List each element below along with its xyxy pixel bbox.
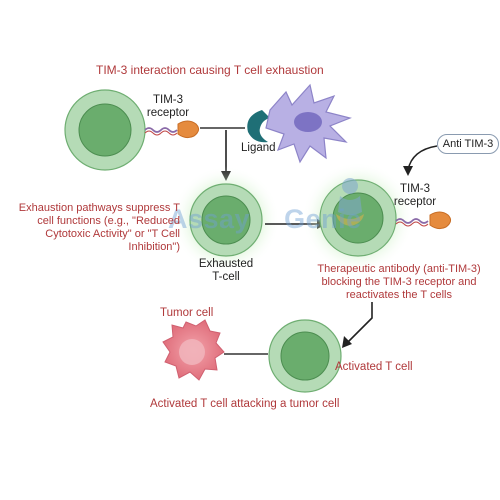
attacking-caption: Activated T cell attacking a tumor cell bbox=[150, 398, 340, 410]
ligand-label: Ligand bbox=[241, 142, 276, 154]
tim3-receptor-right-line2: receptor bbox=[393, 196, 437, 208]
dendritic-cell bbox=[265, 83, 352, 164]
ligand-shape bbox=[247, 110, 270, 143]
exhaustion-line3: Cytotoxic Activity" or "T Cell bbox=[45, 228, 180, 240]
therapy-line2: blocking the TIM-3 receptor and bbox=[321, 276, 477, 288]
watermark-assay: Assay bbox=[168, 204, 251, 234]
tim3-receptor-top-line1: TIM-3 bbox=[152, 94, 184, 106]
anti-tim3-pill: Anti TIM-3 bbox=[437, 134, 499, 154]
tim3-receptor-right bbox=[395, 211, 452, 230]
exhaustion-line2: cell functions (e.g., "Reduced bbox=[37, 215, 180, 227]
tim3-receptor-top bbox=[144, 120, 200, 139]
tim3-receptor-top-line2: receptor bbox=[146, 107, 190, 119]
tim3-receptor-right-label: TIM-3 receptor bbox=[388, 183, 442, 209]
exhausted-line2: T-cell bbox=[212, 271, 240, 283]
tim3-receptor-top-label: TIM-3 receptor bbox=[133, 94, 203, 120]
therapeutic-antibody-text: Therapeutic antibody (anti-TIM-3) blocki… bbox=[304, 263, 494, 302]
watermark-genie: Genie bbox=[284, 204, 362, 234]
tumor-cell bbox=[162, 319, 225, 381]
arrow-to-activated bbox=[342, 302, 373, 348]
exhaustion-pathways-text: Exhaustion pathways suppress T cell func… bbox=[2, 202, 180, 254]
exhaustion-line4: Inhibition") bbox=[128, 241, 180, 253]
exhausted-t-cell bbox=[189, 183, 263, 257]
arrow-antibody-to-receptor bbox=[403, 145, 438, 176]
t-cell-top-left bbox=[64, 89, 146, 171]
genie-lamp-icon bbox=[336, 178, 364, 226]
exhausted-line1: Exhausted bbox=[198, 258, 254, 270]
exhaustion-line1: Exhaustion pathways suppress T bbox=[18, 202, 180, 214]
therapy-line3: reactivates the T cells bbox=[346, 289, 452, 301]
tim3-receptor-right-line1: TIM-3 bbox=[399, 183, 431, 195]
activated-t-cell bbox=[268, 319, 342, 393]
exhausted-tcell-label: Exhausted T-cell bbox=[186, 258, 266, 284]
watermark: Assay Genie bbox=[168, 204, 362, 235]
therapy-line1: Therapeutic antibody (anti-TIM-3) bbox=[317, 263, 481, 275]
diagram-title: TIM-3 interaction causing T cell exhaust… bbox=[96, 63, 324, 77]
tumor-cell-label: Tumor cell bbox=[160, 307, 214, 319]
activated-tcell-label: Activated T cell bbox=[335, 361, 413, 373]
